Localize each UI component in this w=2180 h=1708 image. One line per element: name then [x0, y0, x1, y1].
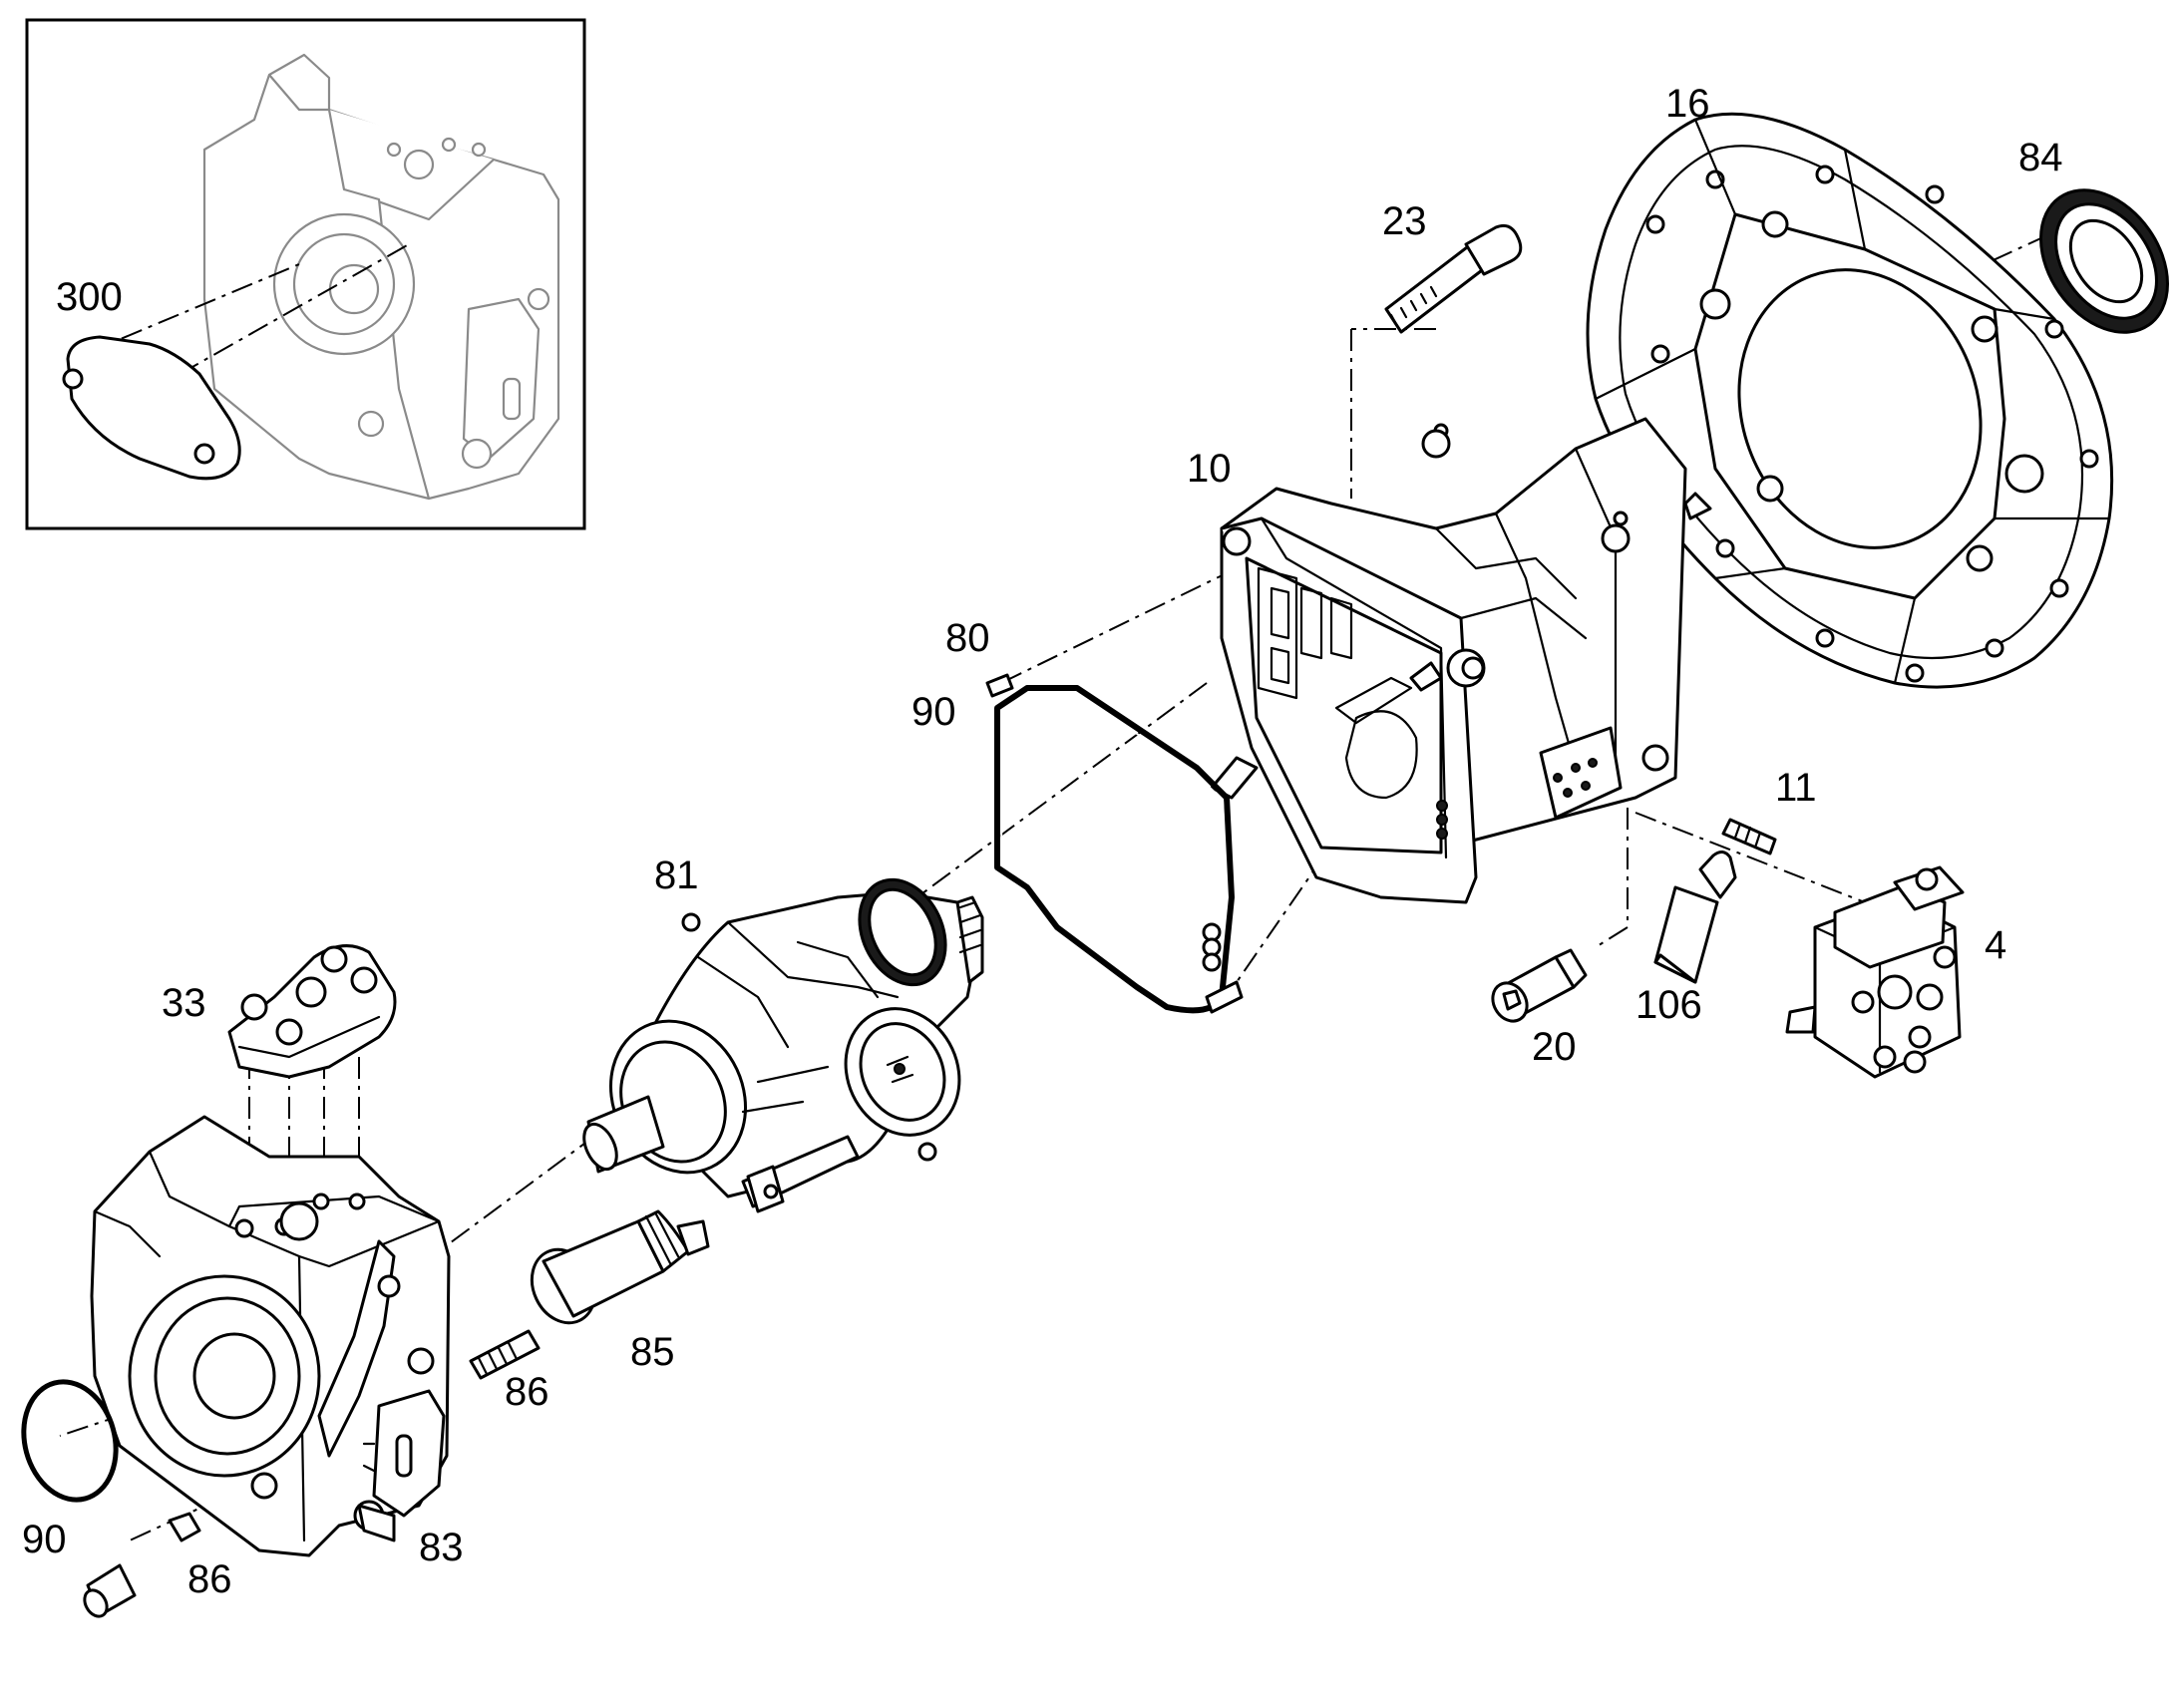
- part-85-solenoid: [530, 1209, 710, 1325]
- callout-81: 81: [654, 854, 699, 897]
- part-86-plug-mid: [469, 1329, 541, 1380]
- callout-4: 4: [1985, 923, 2007, 967]
- callout-300: 300: [56, 275, 123, 319]
- part-11-insert: [1721, 818, 1777, 855]
- part-90-gasket-upper: [994, 685, 1244, 1014]
- callout-10: 10: [1187, 447, 1232, 491]
- part-10-housing: [1210, 417, 1712, 904]
- callout-20: 20: [1532, 1025, 1577, 1069]
- part-81-rotary-group: [582, 877, 984, 1213]
- inset-detail-300: [25, 18, 586, 530]
- part-20-socket-screw: [1491, 948, 1588, 1023]
- callout-23: 23: [1382, 199, 1427, 243]
- callout-85: 85: [630, 1330, 675, 1374]
- callout-33: 33: [162, 981, 206, 1025]
- callout-84: 84: [2018, 136, 2063, 179]
- part-4-control-valve: [1785, 865, 1965, 1079]
- part-23-screw: [1384, 223, 1523, 334]
- callout-90-upper: 90: [911, 690, 956, 734]
- part-84-shaft-seal: [2039, 188, 2169, 334]
- part-86-fitting-lower: [83, 1512, 201, 1618]
- part-83-port-plate: [90, 1115, 451, 1557]
- part-80-pin: [985, 673, 1014, 698]
- callout-86-lower: 86: [187, 1557, 232, 1601]
- callout-83: 83: [419, 1526, 464, 1569]
- callout-11: 11: [1775, 766, 1817, 810]
- part-16-flange: [1586, 112, 2114, 689]
- part-90-o-ring-lower: [21, 1379, 119, 1503]
- part-33-cover-plate: [227, 944, 397, 1079]
- callout-86-mid: 86: [505, 1370, 549, 1414]
- callout-80: 80: [945, 616, 990, 660]
- callout-106: 106: [1635, 983, 1702, 1027]
- callout-16: 16: [1665, 82, 1710, 126]
- part-106-sealant-tube: [1653, 851, 1737, 984]
- callout-90-lower: 90: [22, 1518, 67, 1561]
